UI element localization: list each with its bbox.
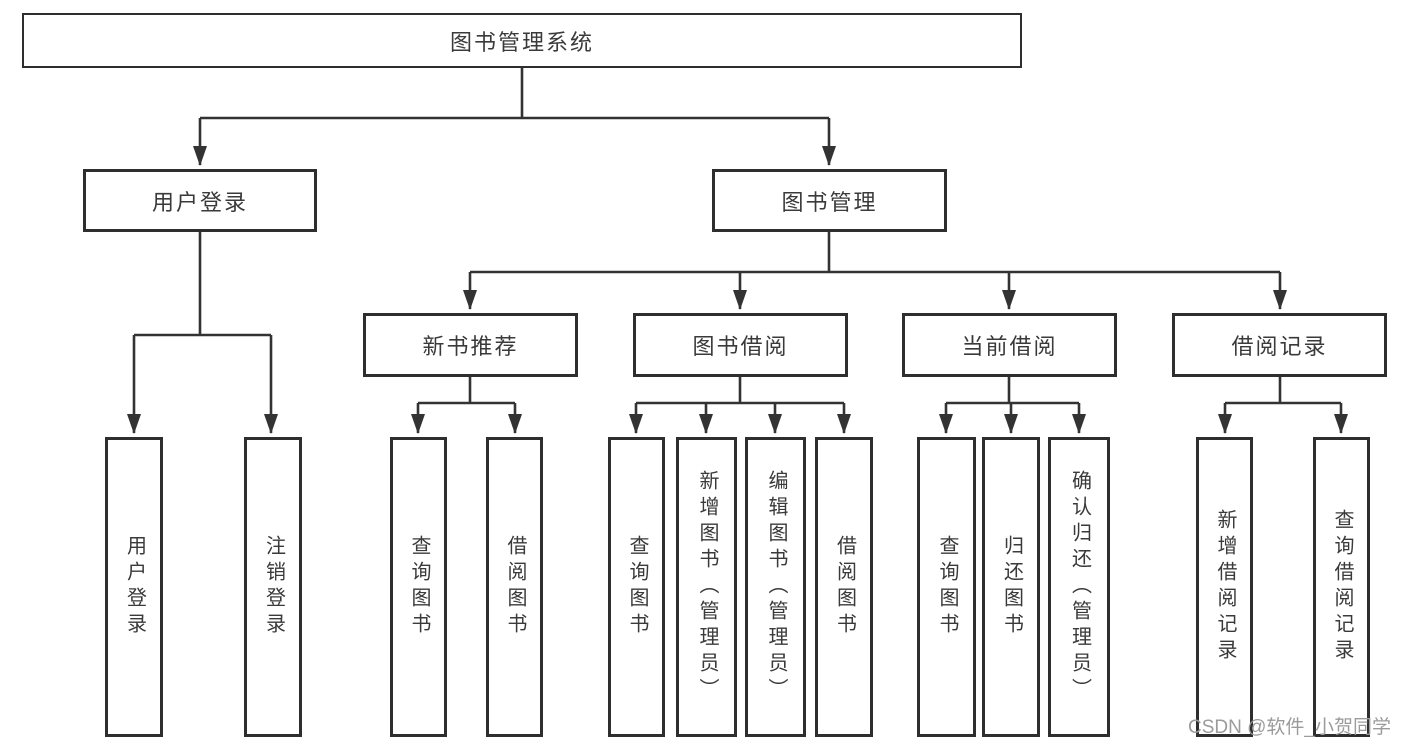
leaf-confirm-return-admin: 确认归还（管理员） — [1048, 437, 1110, 737]
leaf-borrow-books-1: 借阅图书 — [486, 437, 543, 737]
leaf-logout: 注销登录 — [244, 437, 302, 737]
leaf-borrow-books-2: 借阅图书 — [815, 437, 873, 737]
node-library-system: 图书管理系统 — [22, 13, 1022, 68]
leaf-query-books-3: 查询图书 — [917, 437, 976, 737]
leaf-query-books-1: 查询图书 — [390, 437, 447, 737]
node-book-borrowing: 图书借阅 — [633, 313, 848, 377]
leaf-add-books-admin: 新增图书（管理员） — [676, 437, 737, 737]
node-user-login: 用户登录 — [83, 169, 317, 232]
leaf-query-books-2: 查询图书 — [608, 437, 665, 737]
csdn-watermark: CSDN @软件_小贺同学 — [1188, 717, 1391, 738]
node-book-management: 图书管理 — [712, 169, 947, 232]
node-current-borrowing: 当前借阅 — [902, 313, 1117, 377]
node-borrowing-records: 借阅记录 — [1172, 313, 1387, 377]
leaf-return-books: 归还图书 — [982, 437, 1040, 737]
leaf-add-borrow-record: 新增借阅记录 — [1196, 437, 1253, 737]
leaf-user-login: 用户登录 — [105, 437, 163, 737]
node-new-book-recommend: 新书推荐 — [363, 313, 578, 377]
arrowheads — [127, 118, 1348, 434]
leaf-query-borrow-record: 查询借阅记录 — [1313, 437, 1370, 737]
leaf-edit-books-admin: 编辑图书（管理员） — [745, 437, 806, 737]
